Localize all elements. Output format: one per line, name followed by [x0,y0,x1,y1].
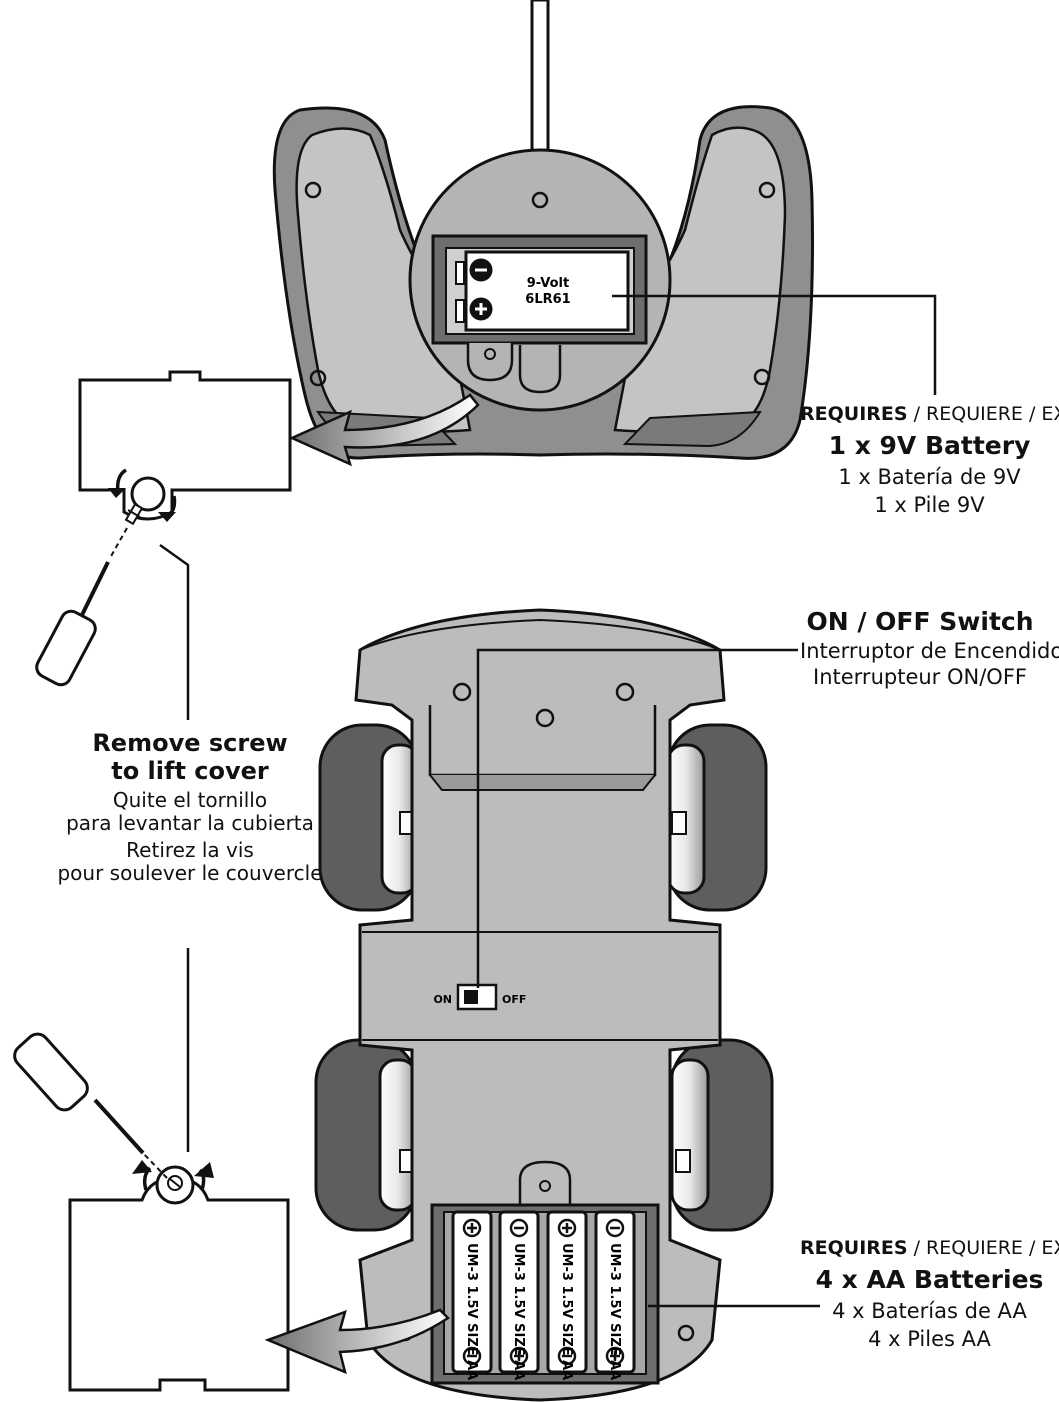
rear-right-wheel [670,1038,774,1232]
screw-title-line2: to lift cover [111,756,269,785]
aa-cell-3 [546,1210,588,1374]
remote-removal-arrow [288,393,480,467]
remote-battery-requirement-fr: 1 x Pile 9V [874,492,985,517]
screw-es-line2: para levantar la cubierta [66,811,314,836]
car-chassis [354,608,726,1402]
remote-battery-leader [612,294,937,395]
screw-callout: Remove screw to lift cover Quite el torn… [40,729,340,886]
battery-label-line2: 6LR61 [525,292,570,307]
screw-icon [167,1175,183,1191]
screw-title-line1: Remove screw [92,729,288,757]
plus-terminal-icon [509,1346,529,1366]
switch-on-label: ON [433,993,452,1006]
battery-label-line1: 9-Volt [527,276,569,291]
plus-terminal-icon [462,1218,482,1238]
aa-cell-4 [594,1210,636,1374]
car-requires-callout: REQUIRES / REQUIERE / EXIGE 4 x AA Batte… [800,1237,1059,1351]
requires-other-langs: / REQUIERE / EXIGE [913,1237,1059,1259]
screwdriver-icon [13,1032,145,1155]
car [314,608,774,1402]
rear-left-wheel [314,1038,418,1232]
car-battery-requirement-es: 4 x Baterías de AA [832,1298,1027,1323]
screw-icon [124,502,144,526]
switch-title-es: Interruptor de Encendido [800,638,1059,663]
requires-other-langs: / REQUIERE / EXIGE [913,403,1059,425]
switch-title-fr: Interrupteur ON/OFF [813,664,1027,689]
plus-terminal-icon [605,1346,625,1366]
aa-cell-label: UM-3 1.5V SIZE AA [607,1243,622,1380]
minus-terminal-icon [605,1218,625,1238]
antenna [530,0,550,157]
remote-battery-requirement-es: 1 x Batería de 9V [838,464,1021,489]
car-cover [68,1165,290,1392]
switch-off-label: OFF [502,993,526,1006]
switch-leader [476,648,798,988]
car-battery-requirement: 4 x AA Batteries [815,1264,1044,1294]
requires-en: REQUIRES [800,1237,908,1259]
front-left-wheel [318,723,420,912]
screw-fr-line2: pour soulever le couvercle [57,861,323,886]
screw-es-line1: Quite el tornillo [112,788,268,813]
front-right-wheel [666,723,768,912]
switch-callout: ON / OFF Switch Interruptor de Encendido… [800,607,1059,689]
aa-cell-label: UM-3 1.5V SIZE AA [511,1243,526,1380]
remote-battery-requirement: 1 x 9V Battery [828,430,1031,460]
nine-volt-battery [464,250,630,332]
plus-terminal-icon [557,1218,577,1238]
minus-terminal-icon [462,1346,482,1366]
screwdriver-icon [35,561,110,687]
screw-fr-line1: Retirez la vis [126,838,254,863]
minus-terminal-icon [557,1346,577,1366]
minus-terminal-icon [509,1218,529,1238]
remote-cover [78,370,292,521]
aa-cell-2 [498,1210,540,1374]
car-removal-arrow [264,1308,450,1375]
aa-cell-1 [451,1210,493,1374]
remote-requires-callout: REQUIRES / REQUIERE / EXIGE 1 x 9V Batte… [800,403,1059,517]
requires-en: REQUIRES [800,403,908,425]
aa-cell-label: UM-3 1.5V SIZE AA [559,1243,574,1380]
switch-title: ON / OFF Switch [806,607,1034,636]
aa-cell-label: UM-3 1.5V SIZE AA [464,1243,479,1380]
remote-control [272,0,814,460]
car-battery-requirement-fr: 4 x Piles AA [868,1326,991,1351]
